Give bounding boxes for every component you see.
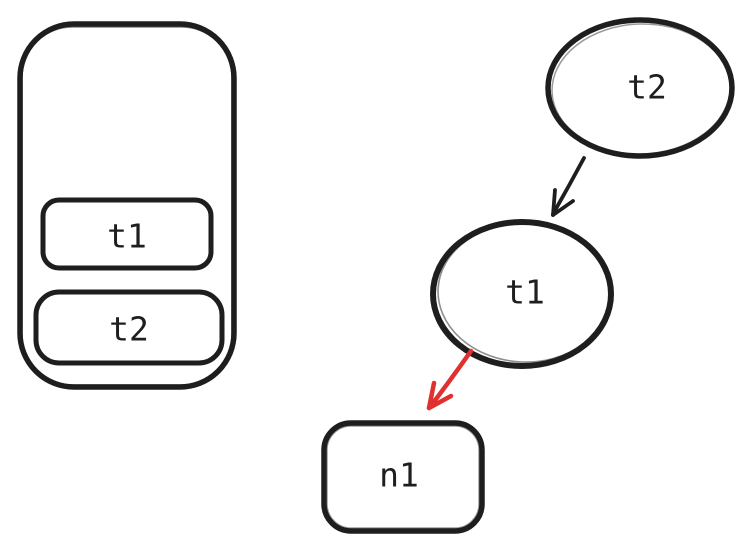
t1-node-label: t1	[505, 273, 545, 312]
n1-node-label: n1	[379, 456, 419, 495]
left-container-group: t1 t2	[17, 21, 237, 390]
edge-t1-to-n1-arrowhead-wing2	[426, 380, 437, 411]
edge-t2-to-t1-arrowhead-wing1	[551, 199, 575, 217]
t2-node-ellipse-overdraw	[551, 23, 731, 155]
outer-container-box	[17, 21, 237, 390]
t1-inner-box	[40, 197, 214, 271]
t1-node-ellipse	[430, 219, 614, 369]
t2-node-label: t2	[627, 68, 667, 107]
graph-group: t2 t1 n1	[321, 17, 735, 534]
edge-t2-to-t1-arrowhead-wing2	[551, 188, 557, 217]
t2-inner-box-label: t2	[109, 310, 149, 349]
n1-node-box	[321, 420, 485, 534]
edge-t2-to-t1-shaft	[551, 156, 586, 216]
edge-t1-to-n1	[426, 348, 474, 411]
t2-node-ellipse	[545, 17, 735, 159]
t1-node-ellipse-overdraw	[437, 223, 611, 363]
outer-container-box-overdraw	[21, 26, 233, 386]
edge-t1-to-n1-arrowhead-wing1	[426, 393, 454, 411]
t2-inner-box	[33, 289, 225, 366]
n1-node-box-overdraw	[326, 425, 480, 529]
t1-inner-box-label: t1	[107, 217, 147, 256]
edge-t1-to-n1-shaft	[427, 348, 474, 410]
edge-t2-to-t1	[551, 156, 586, 217]
